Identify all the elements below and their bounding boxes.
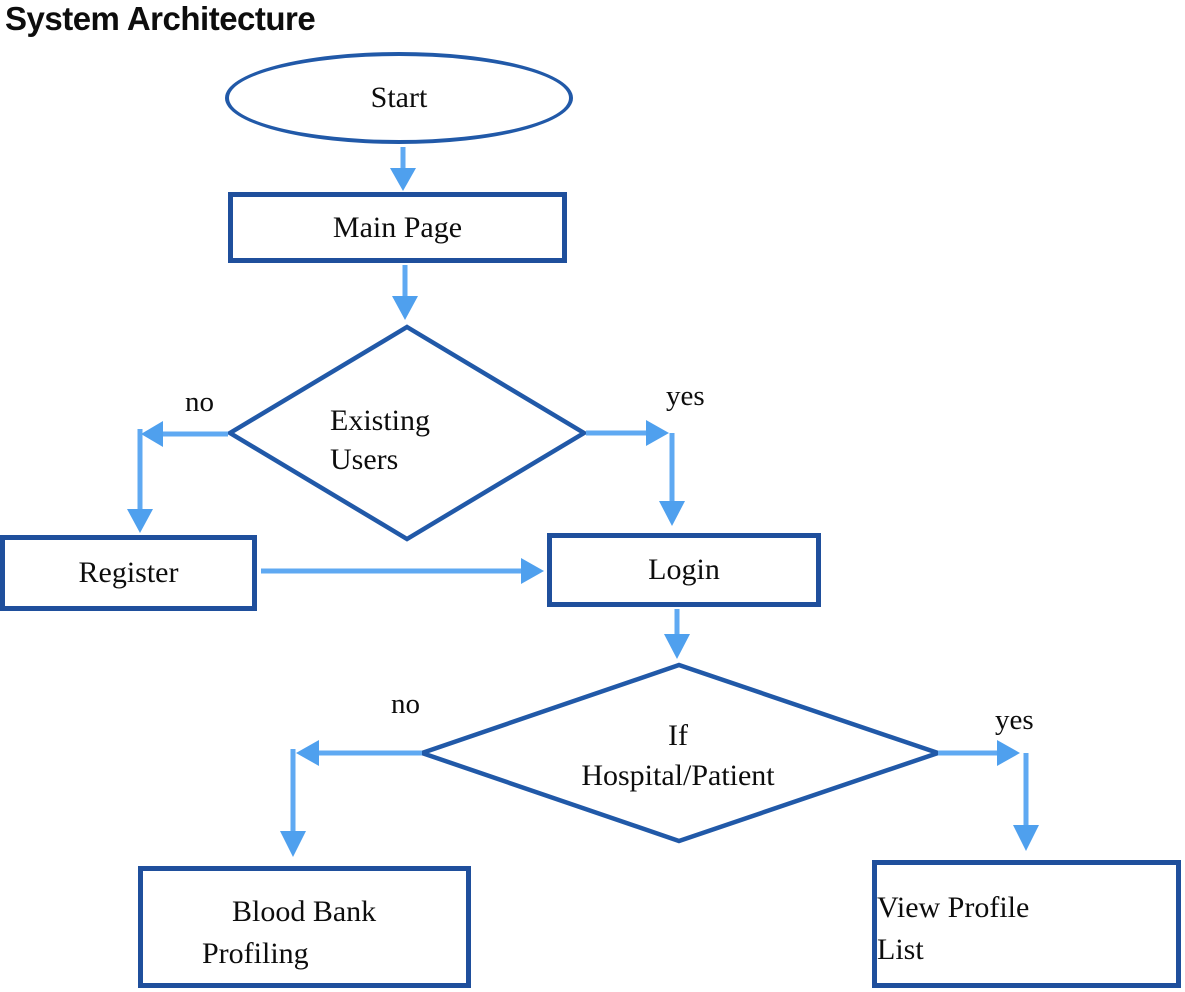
node-start-label: Start bbox=[370, 81, 428, 114]
arrowhead-down-icon bbox=[390, 168, 416, 191]
arrowhead-left-icon bbox=[296, 740, 319, 766]
arrow-main-page-to-existing-users bbox=[392, 265, 418, 320]
arrowhead-right-icon bbox=[997, 740, 1020, 766]
node-view-profile-list-line2: List bbox=[877, 933, 924, 966]
node-existing-users-shape bbox=[225, 324, 589, 542]
arrowhead-right-icon bbox=[646, 420, 669, 446]
edge-label-if-hospital-patient-yes: yes bbox=[995, 704, 1034, 736]
node-view-profile-list: View Profile List bbox=[872, 860, 1181, 988]
arrow-existing-users-yes-to-login bbox=[586, 420, 685, 526]
arrow-start-to-main-page bbox=[390, 147, 416, 191]
node-if-hospital-patient-label: If Hospital/Patient bbox=[528, 716, 828, 796]
node-existing-users-label: Existing Users bbox=[330, 401, 430, 479]
arrowhead-right-icon bbox=[521, 558, 544, 584]
arrowhead-down-icon bbox=[127, 509, 153, 533]
node-blood-bank-profiling-line2: Profiling bbox=[202, 937, 309, 970]
node-view-profile-list-line1: View Profile bbox=[877, 891, 1030, 924]
page-title: System Architecture bbox=[5, 0, 316, 37]
arrowhead-down-icon bbox=[1013, 825, 1039, 851]
node-existing-users-line2: Users bbox=[330, 443, 399, 476]
node-if-hospital-patient-shape bbox=[415, 662, 945, 844]
arrowhead-down-icon bbox=[392, 296, 418, 320]
edge-label-existing-users-yes: yes bbox=[666, 380, 705, 412]
node-main-page-label: Main Page bbox=[332, 210, 463, 244]
edge-label-existing-users-no: no bbox=[185, 386, 214, 418]
node-blood-bank-profiling-line1: Blood Bank bbox=[232, 895, 377, 928]
node-main-page: Main Page bbox=[228, 192, 567, 263]
arrowhead-down-icon bbox=[664, 634, 690, 659]
node-existing-users-line1: Existing bbox=[330, 404, 431, 437]
node-blood-bank-profiling: Blood Bank Profiling bbox=[138, 866, 471, 988]
arrowhead-down-icon bbox=[659, 501, 685, 526]
node-if-hospital-patient-line2: Hospital/Patient bbox=[581, 759, 775, 792]
edge-label-if-hospital-patient-no: no bbox=[391, 688, 420, 720]
arrow-login-to-if-hospital-patient bbox=[664, 609, 690, 659]
arrow-register-to-login bbox=[261, 558, 544, 584]
node-login-label: Login bbox=[648, 553, 720, 586]
node-login: Login bbox=[547, 533, 821, 607]
node-register: Register bbox=[0, 535, 257, 611]
arrowhead-down-icon bbox=[280, 831, 306, 857]
node-start: Start bbox=[225, 52, 573, 144]
arrow-if-hospital-patient-yes-to-view-profile bbox=[938, 740, 1039, 851]
node-if-hospital-patient-line1: If bbox=[668, 719, 688, 752]
arrowhead-left-icon bbox=[141, 421, 163, 447]
arrow-if-hospital-patient-no-to-blood-bank bbox=[280, 740, 422, 857]
arrow-existing-users-no-to-register bbox=[127, 421, 228, 533]
node-register-label: Register bbox=[78, 556, 179, 589]
